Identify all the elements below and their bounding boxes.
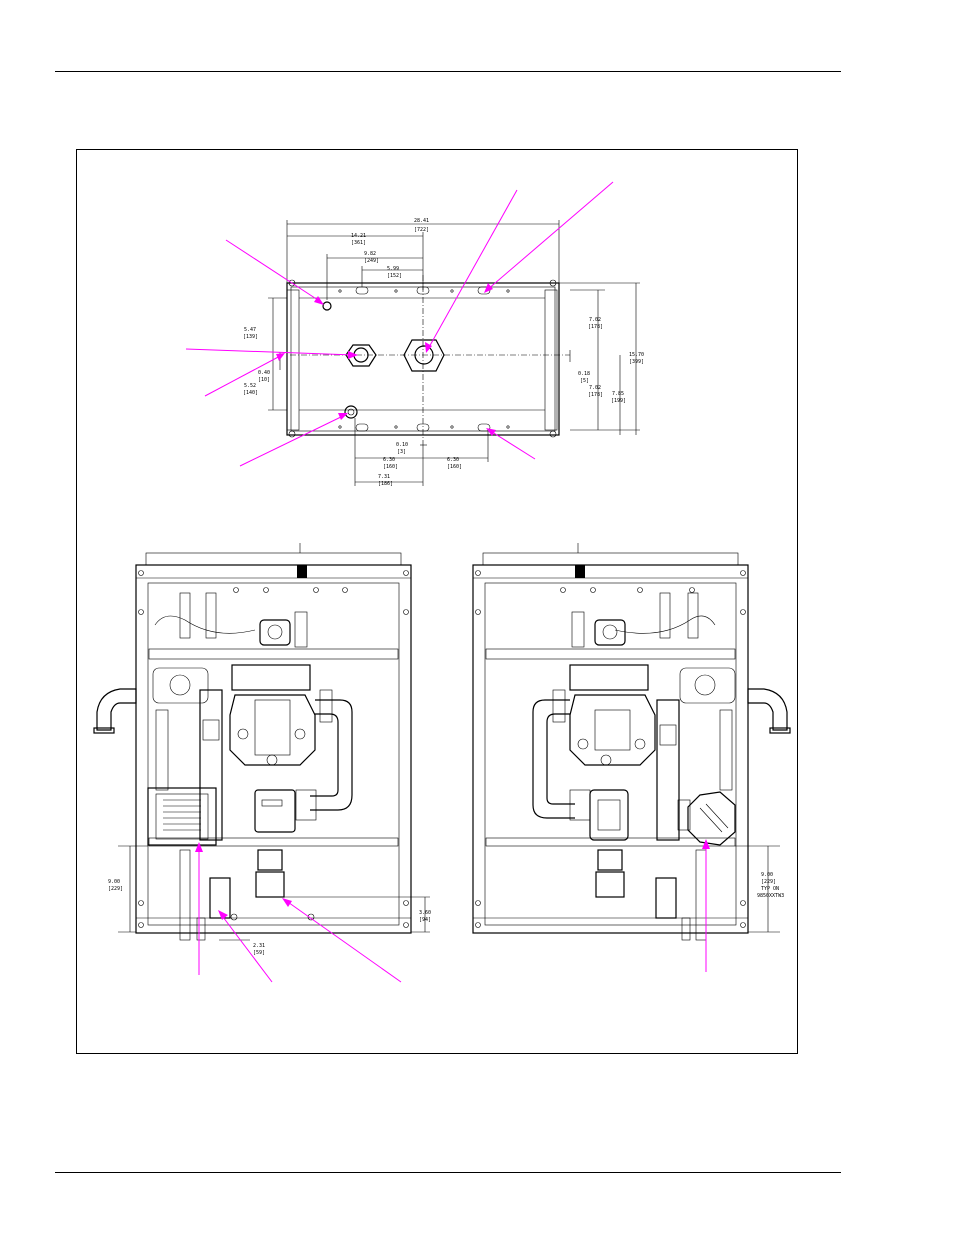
dim-0-18-mm: [5]	[580, 378, 589, 384]
dim-7-02a: 7.02	[589, 317, 601, 323]
dim-6-30b: 6.30	[447, 457, 459, 463]
bottom-port	[344, 405, 358, 419]
left-rail	[286, 289, 300, 431]
dim-0-40-mm: [10]	[258, 377, 270, 383]
right-dim-model: 9850XXTW3	[757, 893, 784, 899]
right-dim-9-00: 9.00	[761, 872, 773, 878]
dim-0-10: 0.10	[396, 442, 408, 448]
dim-6-30a: 6.30	[383, 457, 395, 463]
left-compressor	[229, 694, 316, 766]
right-dim-typ-on: TYP ON	[761, 886, 779, 892]
dim-5-99: 5.99	[387, 266, 399, 272]
left-dim-9-00: 9.00	[108, 879, 120, 885]
dim-7-31: 7.31	[378, 474, 390, 480]
dim-7-02b-mm: [178]	[588, 392, 603, 398]
dim-0-10-mm: [3]	[397, 449, 406, 455]
right-rail	[544, 289, 558, 431]
dim-5-47: 5.47	[244, 327, 256, 333]
front-view-left: 9.00 [229] 3.60 [94] 2.31 [59]	[93, 543, 431, 956]
dim-7-02a-mm: [178]	[588, 324, 603, 330]
right-compressor	[569, 694, 656, 766]
dim-9-82: 9.82	[364, 251, 376, 257]
dim-7-85: 7.85	[612, 391, 624, 397]
right-dim-9-00-mm: [229]	[761, 879, 776, 885]
left-front-callouts	[195, 842, 402, 983]
figure-frame	[76, 149, 798, 1054]
left-elbow	[96, 688, 137, 731]
dim-9-82-mm: [249]	[364, 258, 379, 264]
small-port	[322, 301, 332, 311]
dim-5-47-mm: [139]	[243, 334, 258, 340]
left-dim-2-31-mm: [59]	[253, 950, 265, 956]
dim-overall-width-mm: [722]	[414, 227, 429, 233]
front-view-right: 9.00 [229] TYP ON 9850XXTW3	[472, 543, 791, 941]
top-view-callouts	[185, 181, 614, 467]
left-dim-2-31: 2.31	[253, 943, 265, 949]
dim-0-18: 0.18	[578, 371, 590, 377]
top-view: 28.41 [722] 14.21 [361] 9.82 [249] 5.99 …	[243, 218, 644, 487]
dim-15-70: 15.70	[629, 352, 644, 358]
dim-overall-width: 28.41	[414, 218, 429, 224]
dim-6-30b-mm: [160]	[447, 464, 462, 470]
dim-14-21-mm: [361]	[351, 240, 366, 246]
dim-5-52-mm: [140]	[243, 390, 258, 396]
right-elbow	[747, 688, 788, 731]
right-front-callouts	[702, 839, 710, 972]
dim-15-70-mm: [399]	[629, 359, 644, 365]
left-dim-9-00-mm: [229]	[108, 886, 123, 892]
header-rule	[55, 71, 841, 72]
dim-5-99-mm: [152]	[387, 273, 402, 279]
left-compressor-top	[231, 664, 311, 691]
dim-5-52: 5.52	[244, 383, 256, 389]
footer-rule	[55, 1172, 841, 1173]
left-dim-3-60-mm: [94]	[419, 917, 431, 923]
dim-7-85-mm: [199]	[611, 398, 626, 404]
warning-label	[147, 787, 217, 846]
dim-0-40: 0.40	[258, 370, 270, 376]
dim-6-30a-mm: [160]	[383, 464, 398, 470]
discharge-port	[403, 339, 445, 372]
right-compressor-top	[569, 664, 649, 691]
dim-14-21: 14.21	[351, 233, 366, 239]
left-dim-3-60: 3.60	[419, 910, 431, 916]
junction-box	[687, 791, 736, 846]
dim-7-31-mm: [186]	[378, 481, 393, 487]
dim-7-02b: 7.02	[589, 385, 601, 391]
